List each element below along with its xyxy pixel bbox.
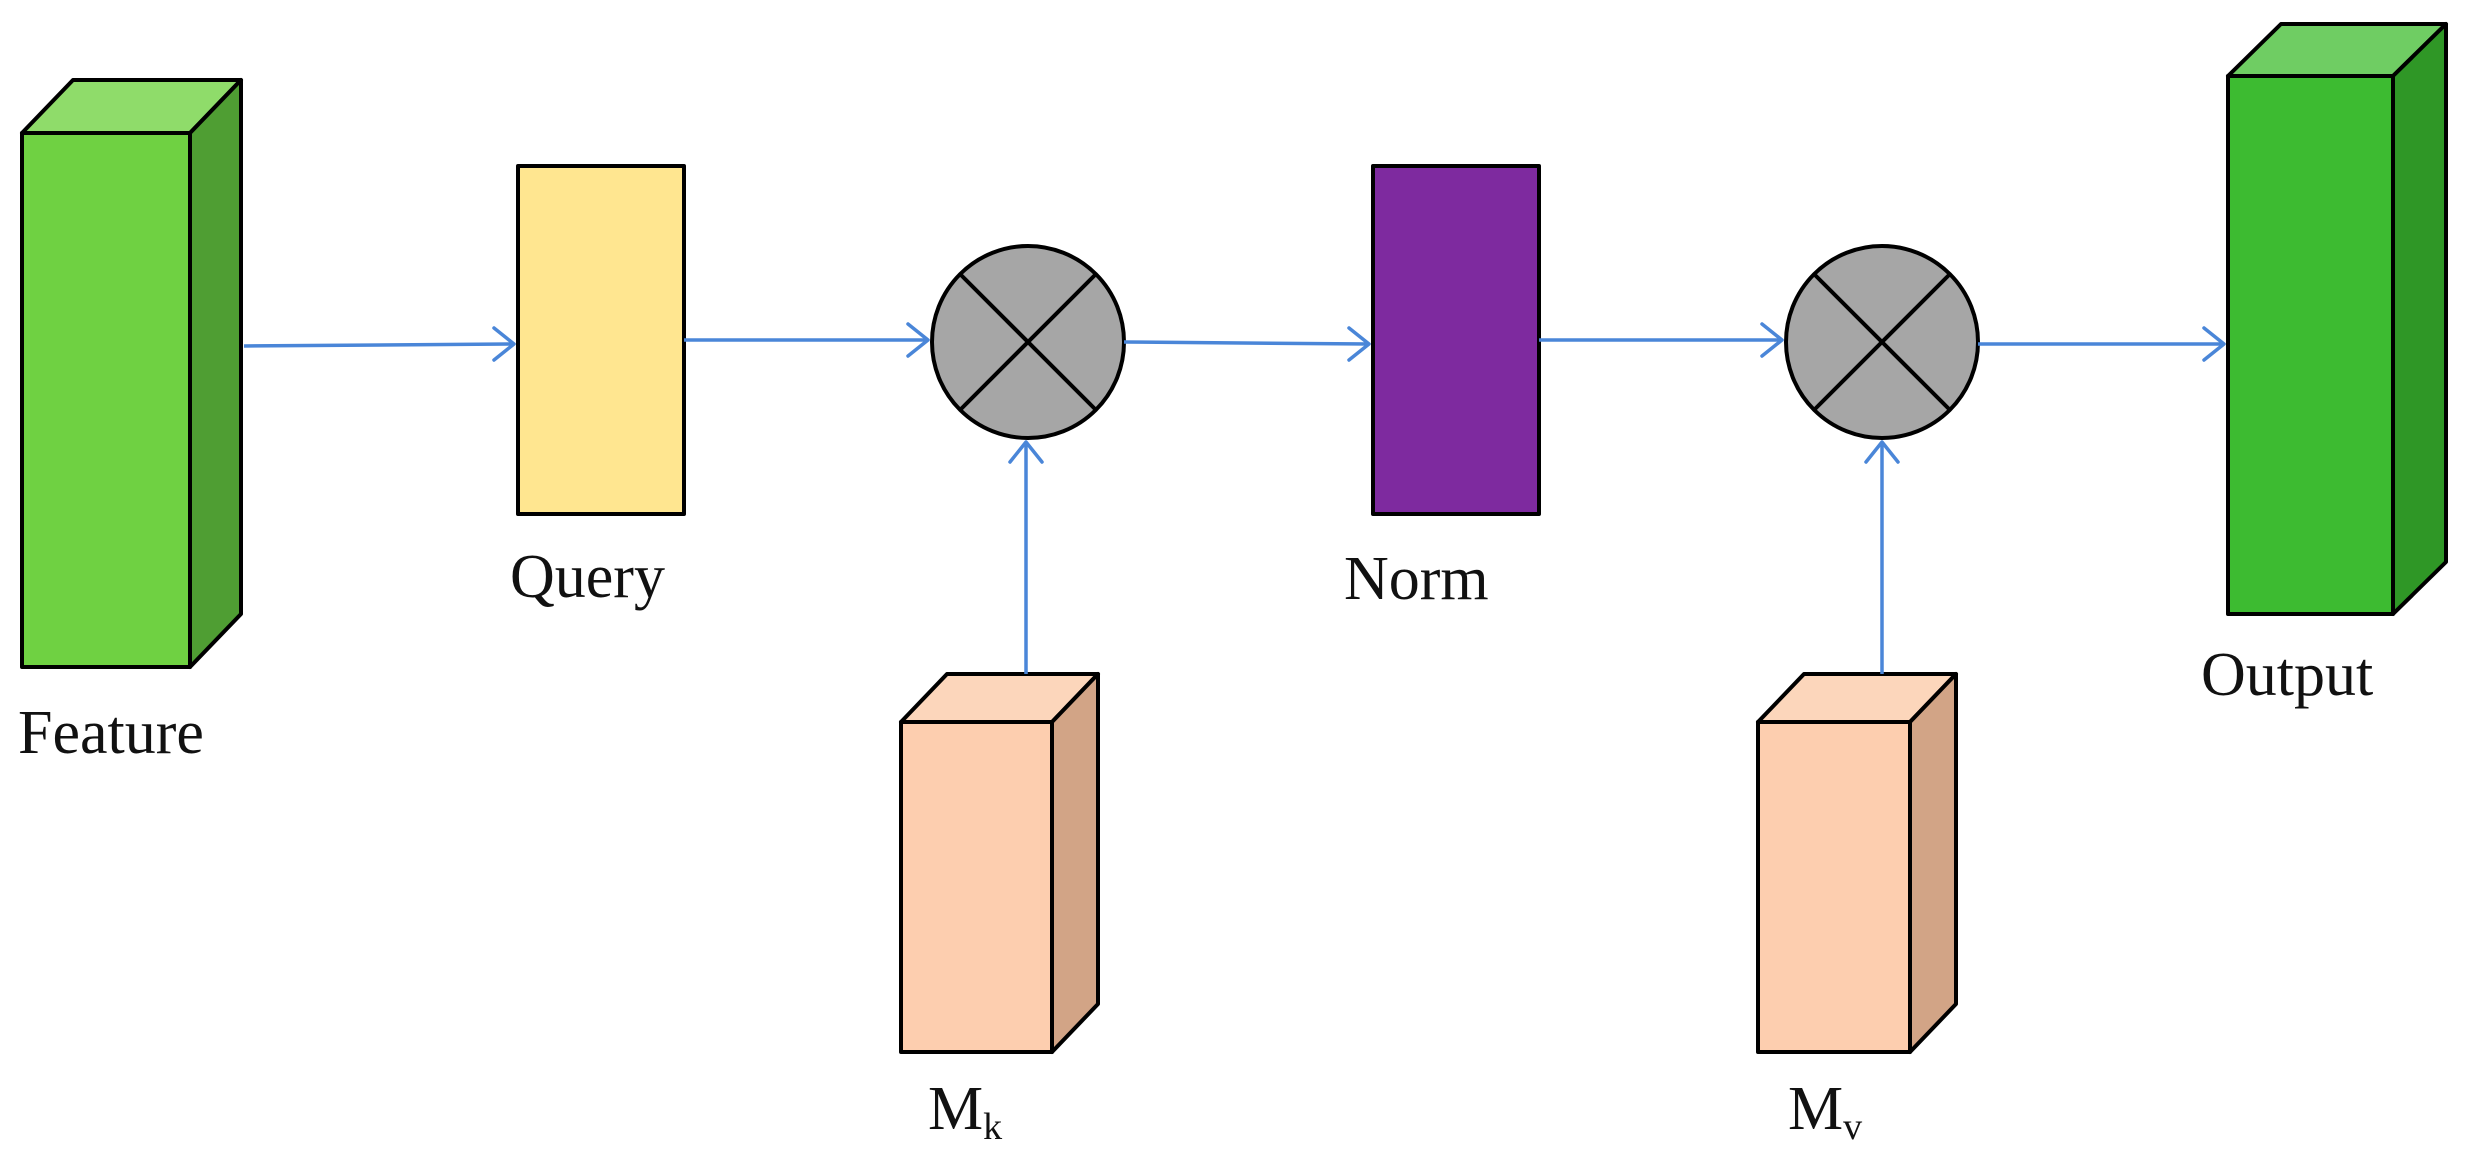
feature-block-front [20, 131, 192, 669]
arrow-mv-to-multiply-2 [1864, 440, 1900, 674]
output-block [2226, 22, 2448, 616]
arrow-mk-to-multiply-1 [1008, 440, 1044, 674]
mv-label: Mv [1788, 1075, 1862, 1146]
mv-memory-block [1756, 672, 1958, 1054]
norm-label: Norm [1344, 545, 1489, 613]
arrow-multiply-1-to-norm [1123, 326, 1371, 362]
norm-block [1371, 164, 1541, 516]
output-block-front [2226, 74, 2395, 616]
mv-label-subscript: v [1843, 1106, 1863, 1148]
mv-label-main: M [1788, 1075, 1844, 1143]
arrow-feature-to-query [243, 326, 516, 362]
mk-memory-block-front [899, 720, 1054, 1054]
mv-memory-block-side [1908, 672, 1958, 1054]
feature-block [20, 78, 243, 669]
feature-label: Feature [18, 699, 204, 767]
query-label: Query [510, 543, 665, 611]
mk-memory-block [899, 672, 1100, 1054]
arrow-query-to-multiply-1 [684, 322, 930, 358]
output-label: Output [2201, 641, 2374, 709]
arrow-multiply-2-to-output [1978, 326, 2226, 362]
mv-memory-block-front [1756, 720, 1912, 1054]
multiply-operator-2 [1784, 244, 1980, 440]
feature-block-side [188, 78, 243, 669]
multiply-operator-1 [930, 244, 1126, 440]
mk-label-subscript: k [983, 1106, 1003, 1148]
query-block [516, 164, 686, 516]
arrow-norm-to-multiply-2 [1539, 322, 1784, 358]
mk-memory-block-side [1050, 672, 1100, 1054]
output-block-side [2391, 22, 2448, 616]
mk-label: Mk [928, 1075, 1002, 1146]
mk-label-main: M [928, 1075, 984, 1143]
